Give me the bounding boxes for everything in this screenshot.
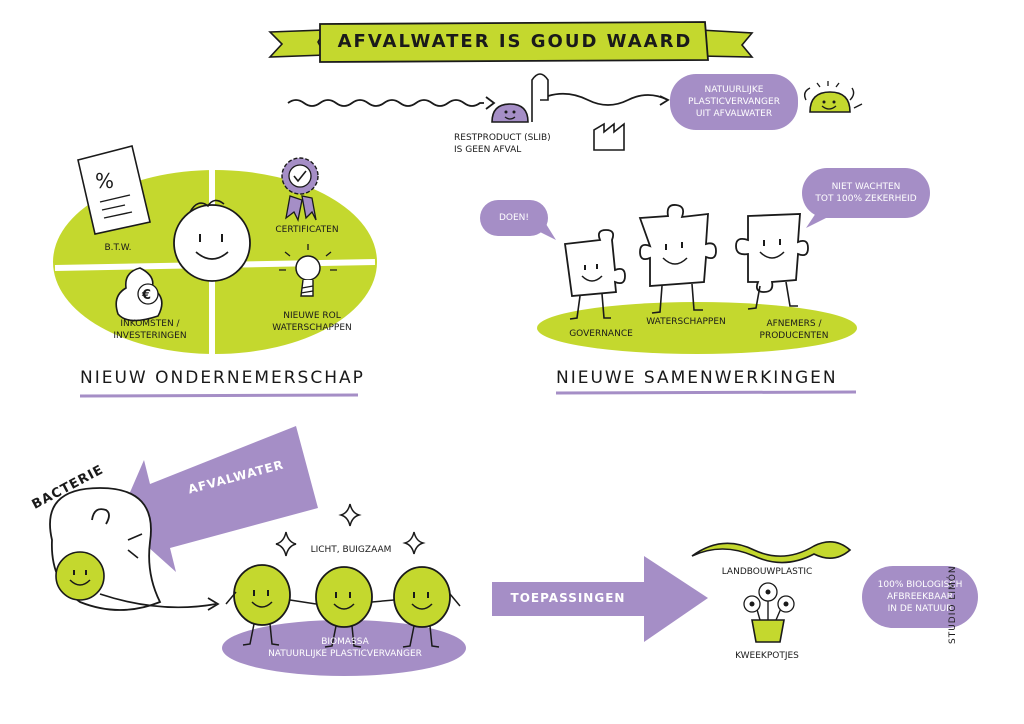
- governance-label: GOVERNANCE: [569, 329, 633, 339]
- light-bulb-icon: [279, 244, 337, 297]
- sparkle-icons: [275, 503, 426, 557]
- restproduct-label: RESTPRODUCT (SLIB) IS GEEN AFVAL: [454, 133, 551, 155]
- kweekpotjes-label: KWEEKPOTJES: [735, 651, 799, 661]
- agricultural-plastic-icon: [691, 541, 852, 564]
- certificaten-label: CERTIFICATEN: [275, 225, 339, 235]
- applications-arrow: [492, 556, 708, 642]
- section-underline-left: [79, 393, 359, 398]
- btw-label: B.T.W.: [104, 243, 132, 253]
- signature: STUDIO LIMÓN: [948, 565, 958, 644]
- inkomsten-label: INKOMSTEN / INVESTERINGEN: [113, 319, 187, 341]
- biologisch-afbreekbaar-bubble: 100% BIOLOGISCH AFBREEKBAAR IN DE NATUUR: [862, 566, 978, 628]
- certificate-rosette-icon: [281, 157, 319, 222]
- biomass-characters: [225, 564, 461, 648]
- entrepreneurship-diagram: % €: [53, 145, 377, 354]
- money-bag-icon: €: [115, 267, 163, 322]
- section-underline-right: [555, 390, 857, 395]
- waterschappen-label: WATERSCHAPPEN: [646, 317, 726, 327]
- bacteria-to-biomass-arrow: [99, 593, 217, 609]
- sludge-character: [491, 103, 529, 123]
- section-title-samenwerkingen: NIEUWE SAMENWERKINGEN: [556, 368, 838, 388]
- pipe: [531, 73, 549, 122]
- section-title-ondernemerschap: NIEUW ONDERNEMERSCHAP: [80, 368, 365, 388]
- doen-bubble: DOEN!: [480, 200, 548, 236]
- licht-buigzaam-label: LICHT, BUIGZAAM: [310, 545, 392, 555]
- factory-icon: [593, 122, 625, 151]
- bacterium-character: [49, 487, 162, 611]
- puzzle-piece-governance: [563, 229, 626, 297]
- wastewater-arrow: [118, 426, 318, 572]
- happy-plastic-character: [803, 81, 863, 113]
- biomass-platform: [222, 620, 466, 676]
- puzzle-piece-waterschappen: [638, 204, 717, 287]
- nieuwe-rol-label: NIEUWE ROL WATERSCHAPPEN: [272, 311, 352, 333]
- svg-text:%: %: [95, 169, 114, 193]
- biomassa-label: BIOMASSA NATUURLIJKE PLASTICVERVANGER: [268, 637, 422, 659]
- afnemers-label: AFNEMERS / PRODUCENTEN: [759, 319, 829, 341]
- page-title: AFVALWATER IS GOUD WAARD: [337, 31, 693, 52]
- title-banner: [268, 21, 754, 63]
- plastic-replacement-bubble: NATUURLIJKE PLASTICVERVANGER UIT AFVALWA…: [670, 74, 798, 130]
- toepassingen-label: TOEPASSINGEN: [510, 591, 626, 605]
- collaboration-diagram: [537, 204, 857, 354]
- niet-wachten-bubble: NIET WACHTEN TOT 100% ZEKERHEID: [802, 168, 930, 218]
- grow-pot-icon: [743, 582, 795, 643]
- wastewater-wave: [287, 99, 484, 107]
- entrepreneur-face: [173, 204, 251, 282]
- landbouwplastic-label: LANDBOUWPLASTIC: [721, 567, 813, 577]
- svg-text:€: €: [141, 288, 151, 303]
- puzzle-piece-afnemers: [735, 213, 809, 293]
